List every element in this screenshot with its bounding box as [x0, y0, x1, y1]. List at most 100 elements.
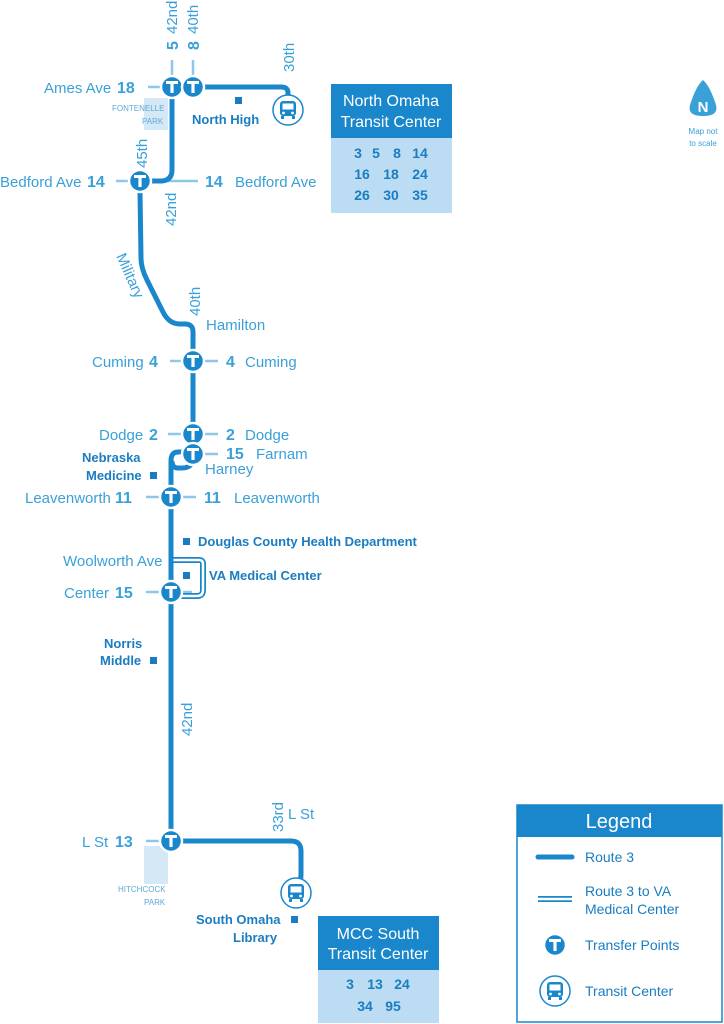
- transfer-icon: [158, 484, 184, 510]
- legend-transfer: Transfer Points: [585, 937, 679, 953]
- north-tc-route: 18: [383, 166, 399, 182]
- legend-va-2: Medical Center: [585, 901, 679, 917]
- route-15-center: 15: [115, 585, 133, 602]
- route-18-label: 18: [117, 80, 135, 97]
- poi-nebraska-medicine-2: Medicine: [86, 468, 142, 483]
- park-fontenelle-2: PARK: [142, 117, 164, 126]
- park-hitchcock-2: PARK: [144, 898, 166, 907]
- park-fontenelle: FONTENELLE: [112, 104, 164, 113]
- transfer-icon: [158, 579, 184, 605]
- route-2-right: 2: [226, 427, 235, 444]
- route-14-right: 14: [205, 174, 223, 191]
- north-tc-route: 26: [354, 187, 370, 203]
- poi-va-medical: VA Medical Center: [209, 568, 322, 583]
- north-tc-name: North Omaha: [343, 93, 439, 110]
- street-leavenworth-left: Leavenworth: [25, 490, 111, 507]
- street-l-st-right: L St: [288, 806, 315, 823]
- south-transit-center-box: MCC South Transit Center 3 13 24 34 95: [318, 916, 439, 1023]
- street-45th: 45th: [134, 139, 151, 168]
- north-letter: N: [698, 99, 709, 116]
- poi-markers: [150, 97, 298, 923]
- street-40th-mid: 40th: [187, 287, 204, 316]
- north-tc-route: 35: [412, 187, 428, 203]
- street-33rd: 33rd: [270, 802, 287, 832]
- street-center: Center: [64, 585, 109, 602]
- south-tc-route: 95: [385, 998, 401, 1014]
- south-tc-route: 13: [367, 976, 383, 992]
- north-tc-route: 3: [354, 145, 362, 161]
- north-tc-route: 5: [372, 145, 380, 161]
- poi-norris-middle: Norris: [104, 636, 142, 651]
- south-tc-route: 34: [357, 998, 373, 1014]
- north-arrow-icon: [689, 80, 717, 116]
- street-bedford-right: Bedford Ave: [235, 174, 316, 191]
- transfer-icon: [158, 828, 184, 854]
- north-tc-route: 16: [354, 166, 370, 182]
- route-15-farnam: 15: [226, 446, 244, 463]
- street-dodge-left: Dodge: [99, 427, 143, 444]
- bus-icon: [280, 877, 312, 909]
- scale-note-2: to scale: [689, 139, 717, 148]
- transfer-icon: [127, 168, 153, 194]
- street-42nd-mid: 42nd: [163, 193, 180, 226]
- street-farnam: Farnam: [256, 446, 308, 463]
- route-11-left: 11: [115, 490, 132, 507]
- legend-va: Route 3 to VA: [585, 883, 672, 899]
- route-8-label: 8: [186, 41, 203, 50]
- legend: Legend Route 3 Route 3 to VA Medical Cen…: [516, 804, 723, 1023]
- street-dodge-right: Dodge: [245, 427, 289, 444]
- route-14-left: 14: [87, 174, 105, 191]
- hitchcock-park: [144, 846, 168, 884]
- north-tc-route: 14: [412, 145, 428, 161]
- street-ames-ave: Ames Ave: [44, 80, 111, 97]
- north-transit-center-box: North Omaha Transit Center 3 5 8 14 16 1…: [331, 84, 452, 213]
- poi-south-omaha-library: South Omaha: [196, 912, 281, 927]
- route-4-right: 4: [226, 354, 235, 371]
- fontenelle-park: [144, 98, 168, 130]
- poi-norris-middle-2: Middle: [100, 653, 141, 668]
- transfer-icon: [180, 74, 206, 100]
- legend-bus-icon: [539, 975, 571, 1007]
- north-tc-route: 30: [383, 187, 399, 203]
- south-tc-name-2: Transit Center: [328, 946, 429, 963]
- north-arrow: N Map not to scale: [689, 80, 719, 148]
- route-2-left: 2: [149, 427, 158, 444]
- poi-nebraska-medicine: Nebraska: [82, 450, 141, 465]
- route-4-left: 4: [149, 354, 158, 371]
- street-42nd-low: 42nd: [179, 703, 196, 736]
- park-hitchcock: HITCHCOCK: [118, 885, 166, 894]
- bus-icon: [272, 94, 304, 126]
- transfer-icon: [159, 74, 185, 100]
- street-leavenworth-right: Leavenworth: [234, 490, 320, 507]
- street-woolworth: Woolworth Ave: [63, 553, 163, 570]
- scale-note: Map not: [689, 127, 719, 136]
- street-cuming-left: Cuming: [92, 354, 144, 371]
- route-5-label: 5: [165, 41, 182, 50]
- legend-transfer-icon: [542, 932, 568, 958]
- street-40th-top: 40th: [185, 5, 202, 34]
- street-harney: Harney: [205, 461, 254, 478]
- transfer-icon: [180, 421, 206, 447]
- route-3-line: [137, 84, 304, 892]
- transfer-icon: [180, 441, 206, 467]
- street-30th: 30th: [281, 43, 298, 72]
- south-tc-name: MCC South: [337, 926, 420, 943]
- north-tc-name-2: Transit Center: [341, 114, 442, 131]
- street-hamilton: Hamilton: [206, 317, 265, 334]
- legend-title: Legend: [586, 811, 653, 833]
- legend-transit: Transit Center: [585, 983, 674, 999]
- street-l-st-left: L St: [82, 834, 109, 851]
- route-11-right: 11: [204, 490, 221, 507]
- south-tc-route: 24: [394, 976, 410, 992]
- poi-north-high: North High: [192, 112, 259, 127]
- street-42nd-top: 42nd: [164, 1, 181, 34]
- route-13-label: 13: [115, 834, 133, 851]
- south-tc-route: 3: [346, 976, 354, 992]
- legend-route-3: Route 3: [585, 849, 634, 865]
- street-bedford-left: Bedford Ave: [0, 174, 81, 191]
- poi-douglas-county: Douglas County Health Department: [198, 534, 418, 549]
- street-cuming-right: Cuming: [245, 354, 297, 371]
- north-tc-route: 8: [393, 145, 401, 161]
- north-tc-route: 24: [412, 166, 428, 182]
